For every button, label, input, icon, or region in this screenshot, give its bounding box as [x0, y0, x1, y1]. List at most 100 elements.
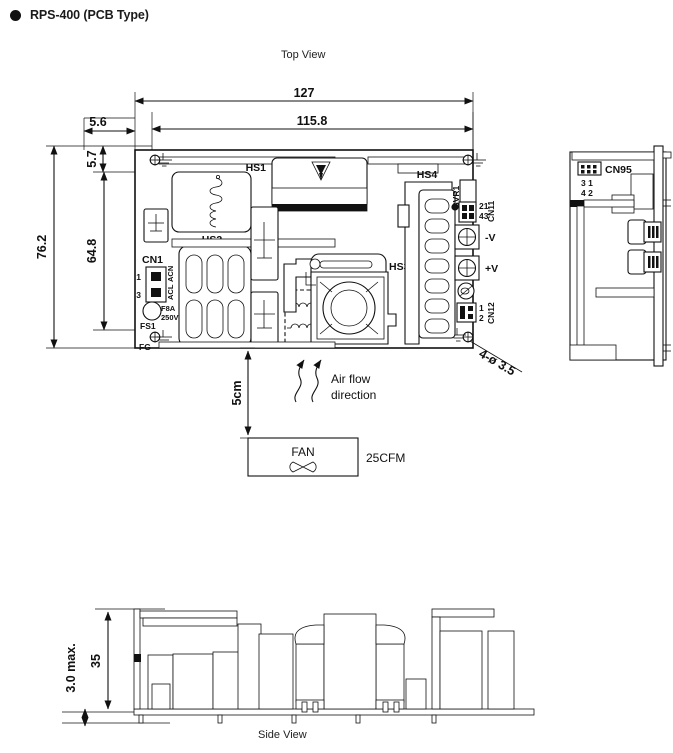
dim-56-label: 5.6: [89, 115, 106, 129]
cn12-pin-1: [468, 306, 473, 311]
airflow-gap-label: 5cm: [230, 380, 244, 405]
top-tab: [397, 163, 439, 174]
cn95-pins: [581, 165, 597, 174]
dimension-top-offset: 5.7: [85, 145, 107, 173]
dimension-overall-height: 76.2: [35, 145, 58, 349]
cn12-pin-left: [460, 306, 465, 319]
dim-35-label: 35: [89, 654, 103, 668]
fg-label: FG: [139, 342, 151, 352]
fan-blade-icon: [289, 461, 317, 473]
dimension-mounting-width: 115.8: [151, 114, 474, 133]
minus-v-label: -V: [485, 232, 496, 244]
side-profile-rail-2: [142, 617, 238, 627]
side-profile-dark-tab: [134, 654, 141, 662]
side-profile-block-5: [439, 630, 483, 710]
side-profile-block-4: [258, 633, 294, 710]
dim-762-label: 76.2: [35, 235, 49, 259]
end-view-dark-tab: [570, 200, 584, 207]
side-profile-block-6: [487, 630, 515, 710]
bullet-icon: [10, 9, 21, 21]
fuse-rating-line1: F8A: [161, 304, 176, 313]
end-view-top-rail: [571, 151, 655, 161]
cn1-pin-1: [151, 272, 161, 281]
cn11-pin-3: [469, 213, 474, 219]
hs2-transformer-body: [171, 171, 252, 233]
cn1-acl-label: ACL: [166, 284, 175, 300]
hs4-mount-tab: [397, 204, 410, 228]
side-profile-transformer: [294, 613, 406, 713]
screw-terminal-icon: [457, 282, 475, 300]
cn11-pins-top-label: 21: [479, 201, 489, 211]
chassis-ground-icon: [143, 208, 169, 243]
dimension-mounting-height: 64.8: [85, 171, 108, 331]
cn1-pin-bottom-label: 3: [136, 290, 141, 300]
end-view-rail-2: [583, 199, 635, 208]
cn11-pin-1: [469, 205, 474, 211]
hs3-slot-1: [319, 260, 373, 269]
end-view-terminal-2: [627, 249, 662, 275]
cn95-pins-top-label: 3 1: [581, 178, 593, 188]
dimension-overall-width: 127: [134, 86, 474, 105]
cn12-body: [456, 302, 477, 323]
hole-callout: 4-ø 3.5: [469, 340, 523, 378]
plus-v-label: +V: [485, 263, 498, 275]
page-header: RPS-400 (PCB Type): [10, 8, 149, 22]
cn1-acn-label: ACN: [166, 266, 175, 282]
page-title: RPS-400 (PCB Type): [30, 8, 149, 22]
cn12-pin-2: [468, 314, 473, 319]
plus-v-terminal: [454, 255, 480, 281]
earth-ground-icon: [157, 153, 486, 344]
cn11-label: CN11: [486, 200, 496, 222]
electrolytic-capacitors: [185, 254, 245, 339]
film-capacitor-low: [250, 291, 279, 347]
top-rail-right: [367, 156, 470, 165]
side-profile-tall-1: [237, 623, 262, 710]
film-capacitor-mid: [250, 206, 279, 281]
end-view-rail-3: [595, 287, 655, 298]
hs4-label: HS4: [417, 169, 438, 181]
top-view-caption: Top View: [281, 49, 326, 61]
dim-127-label: 127: [294, 86, 315, 100]
dim-57-label: 5.7: [85, 150, 99, 167]
high-voltage-warning-icon: [311, 161, 331, 181]
fs1-label: FS1: [140, 321, 156, 331]
fuse-rating-line2: 250V: [161, 313, 179, 322]
hole-callout-label: 4-ø 3.5: [477, 346, 518, 378]
side-view-pcb: [133, 708, 535, 716]
dim-648-label: 64.8: [85, 239, 99, 263]
end-view-group: CN95 3 1 4 2: [569, 145, 672, 367]
cn11-pin-4: [462, 213, 467, 219]
airflow-arrow-icon: [294, 359, 322, 403]
side-view-pins: [138, 714, 437, 724]
end-view-left-fin: [576, 205, 585, 355]
cn1-pin-top-label: 1: [136, 272, 141, 282]
side-view-caption: Side View: [258, 729, 307, 741]
side-profile-top-rail-2: [431, 608, 495, 618]
fuse-body: [142, 301, 162, 321]
dim-1158-label: 115.8: [297, 114, 328, 128]
coil-winding-icon: [209, 174, 223, 228]
fan-box: [247, 437, 359, 477]
dim-30max-label: 3.0 max.: [64, 643, 78, 692]
svr1-label: SVR1: [451, 186, 461, 208]
svr1-adjust-screw-icon: [451, 203, 459, 211]
cn11-pin-2: [462, 205, 467, 211]
end-view-top-tab: [662, 151, 672, 159]
bottom-rail: [158, 341, 336, 349]
airflow-direction-line2: direction: [331, 388, 376, 402]
cn95-label: CN95: [605, 164, 632, 176]
hs3-label: HS3: [389, 261, 410, 273]
main-transformer: [305, 258, 397, 345]
cn1-pin-3: [151, 288, 161, 297]
cn12-pin-top-label: 1: [479, 303, 484, 313]
side-profile-block-2: [172, 653, 214, 710]
minus-v-terminal: [454, 224, 480, 250]
dimension-left-offset: 5.6: [83, 115, 136, 135]
fan-label: FAN: [291, 445, 314, 459]
end-view-foot-left: [569, 344, 617, 361]
airflow-direction-line1: Air flow: [331, 372, 371, 386]
cn95-pins-bottom-label: 4 2: [581, 188, 593, 198]
hs1-foot: [272, 204, 367, 211]
end-view-block-1: [630, 173, 654, 210]
